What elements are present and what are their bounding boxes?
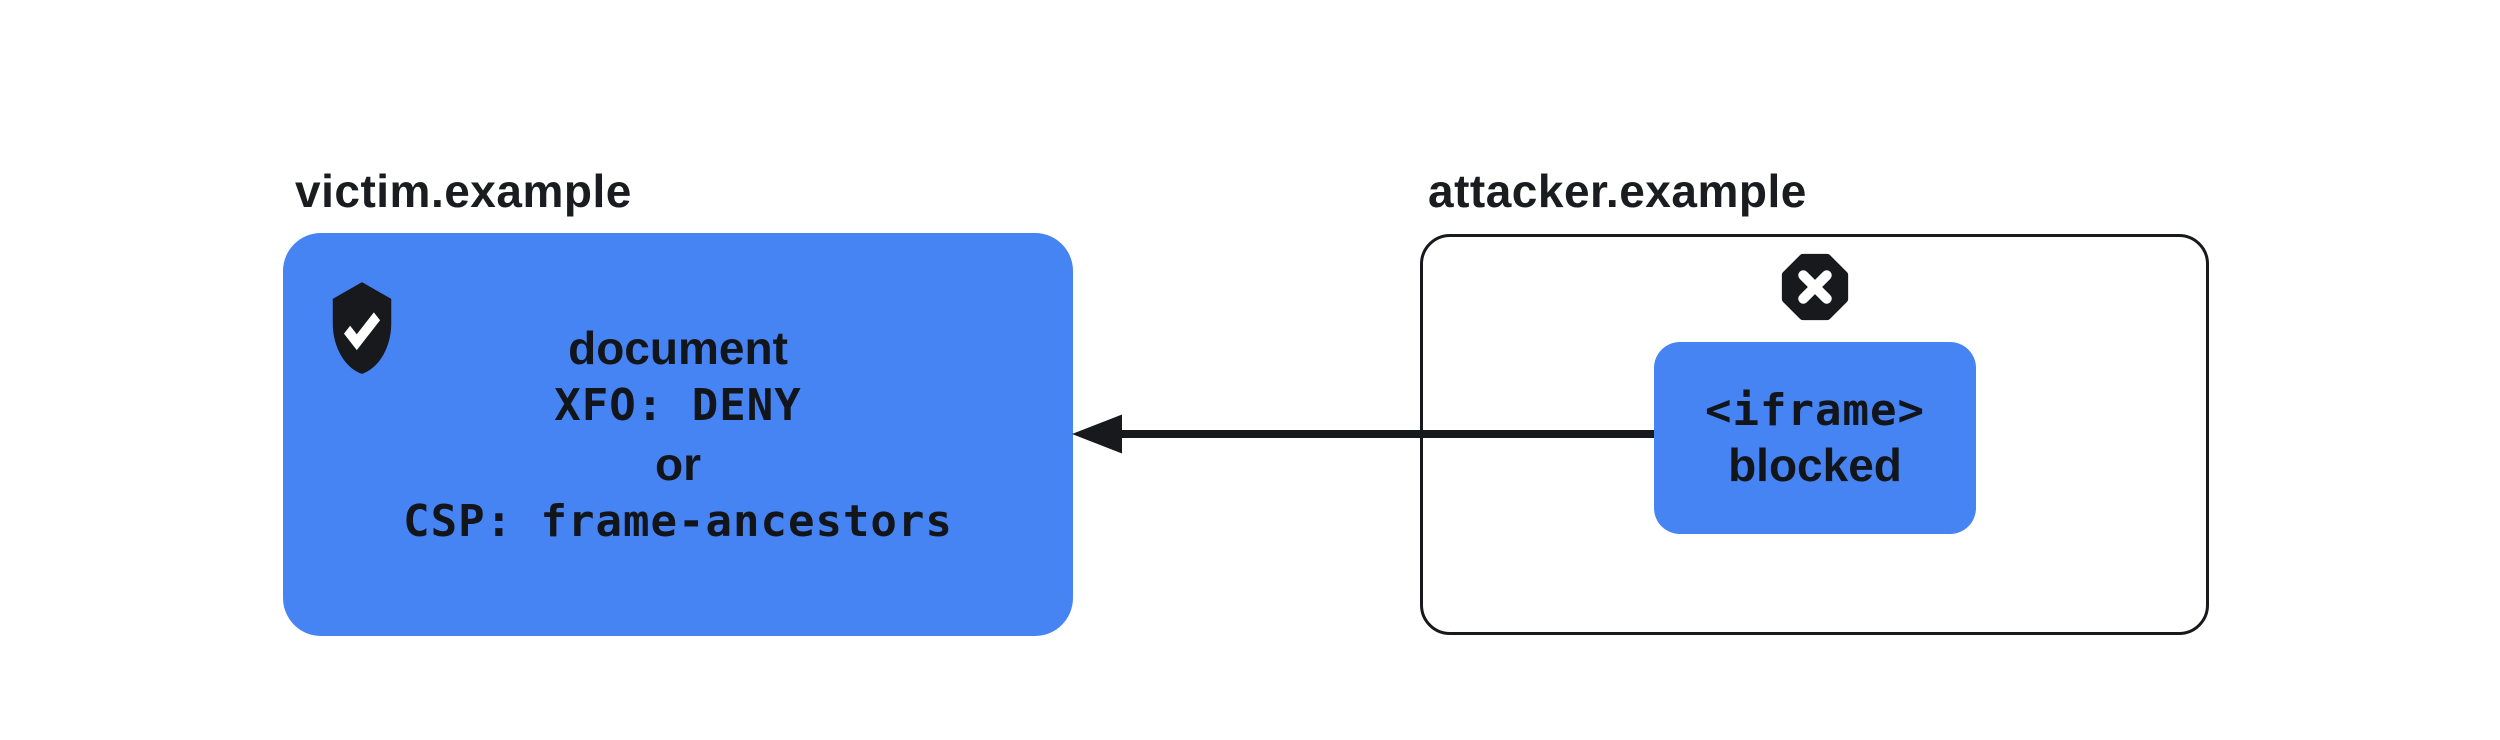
- victim-document-box: document XFO: DENY or CSP: frame-ancesto…: [283, 233, 1073, 636]
- blocked-x-icon: [1776, 248, 1854, 326]
- iframe-tag-text: <iframe>: [1705, 385, 1925, 436]
- shield-check-icon: [323, 278, 401, 378]
- victim-domain-label: victim.example: [295, 165, 632, 217]
- victim-line-xfo-deny: XFO: DENY: [554, 379, 802, 431]
- attacker-page-box: <iframe> blocked: [1420, 234, 2209, 635]
- victim-line-document: document: [568, 321, 788, 374]
- victim-line-csp-frame-ancestors: CSP: frame-ancestors: [403, 495, 953, 547]
- iframe-status-text: blocked: [1728, 439, 1902, 491]
- victim-line-or: or: [655, 437, 701, 490]
- attacker-domain-label: attacker.example: [1428, 165, 1807, 217]
- blocked-request-arrow: [1072, 414, 1656, 454]
- blocked-iframe-box: <iframe> blocked: [1654, 342, 1976, 534]
